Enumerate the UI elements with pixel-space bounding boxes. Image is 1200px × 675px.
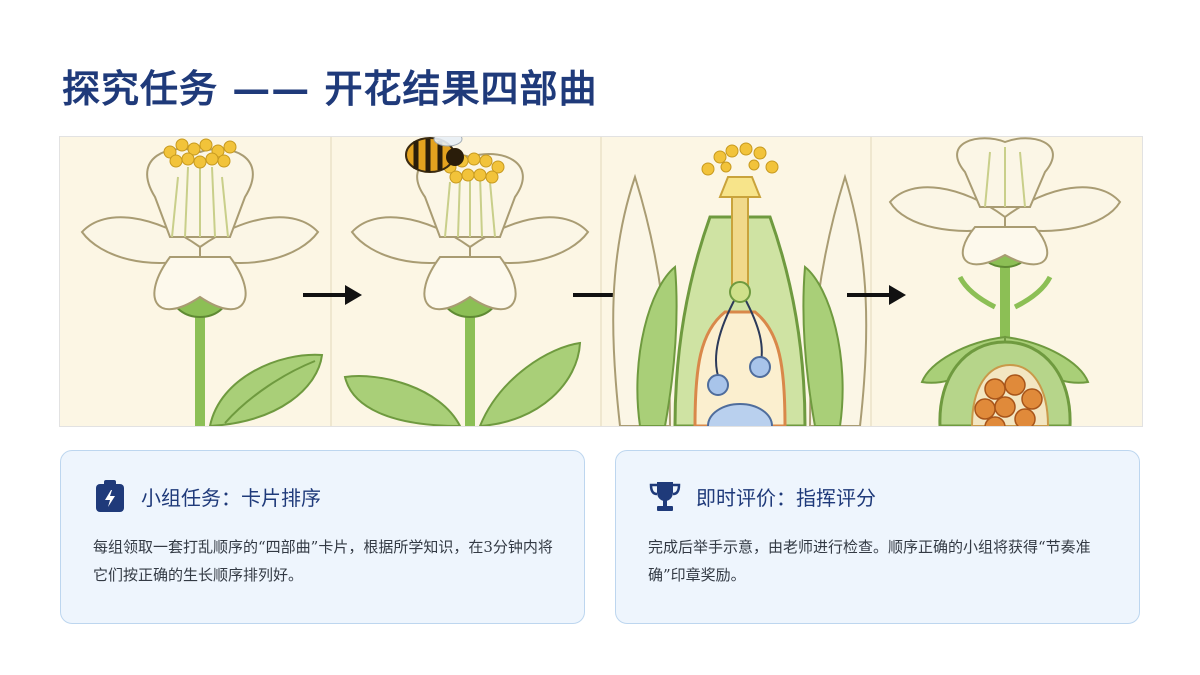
group-task-body: 每组领取一套打乱顺序的“四部曲”卡片，根据所学知识，在3分钟内将它们按正确的生长… — [93, 538, 553, 584]
group-task-title: 小组任务：卡片排序 — [141, 486, 321, 510]
bee-icon — [405, 137, 464, 173]
stage-2-pollination — [343, 137, 590, 426]
arrow-right-icon — [303, 285, 362, 305]
stage-4-fruit — [888, 137, 1122, 426]
evaluation-title: 即时评价：指挥评分 — [696, 486, 876, 510]
page-title: 探究任务 —— 开花结果四部曲 — [62, 66, 598, 111]
evaluation-body: 完成后举手示意，由老师进行检查。顺序正确的小组将获得“节奏准确”印章奖励。 — [648, 538, 1091, 584]
task-card-icon — [96, 480, 124, 512]
evaluation-card: 即时评价：指挥评分 完成后举手示意，由老师进行检查。顺序正确的小组将获得“节奏准… — [615, 450, 1140, 624]
stage-1-flower — [80, 138, 324, 426]
trophy-icon — [649, 482, 681, 511]
group-task-card: 小组任务：卡片排序 每组领取一套打乱顺序的“四部曲”卡片，根据所学知识，在3分钟… — [60, 450, 585, 624]
flower-stages-illustration — [59, 136, 1143, 427]
arrow-right-icon — [847, 285, 906, 305]
stage-3-fertilization — [612, 142, 868, 426]
